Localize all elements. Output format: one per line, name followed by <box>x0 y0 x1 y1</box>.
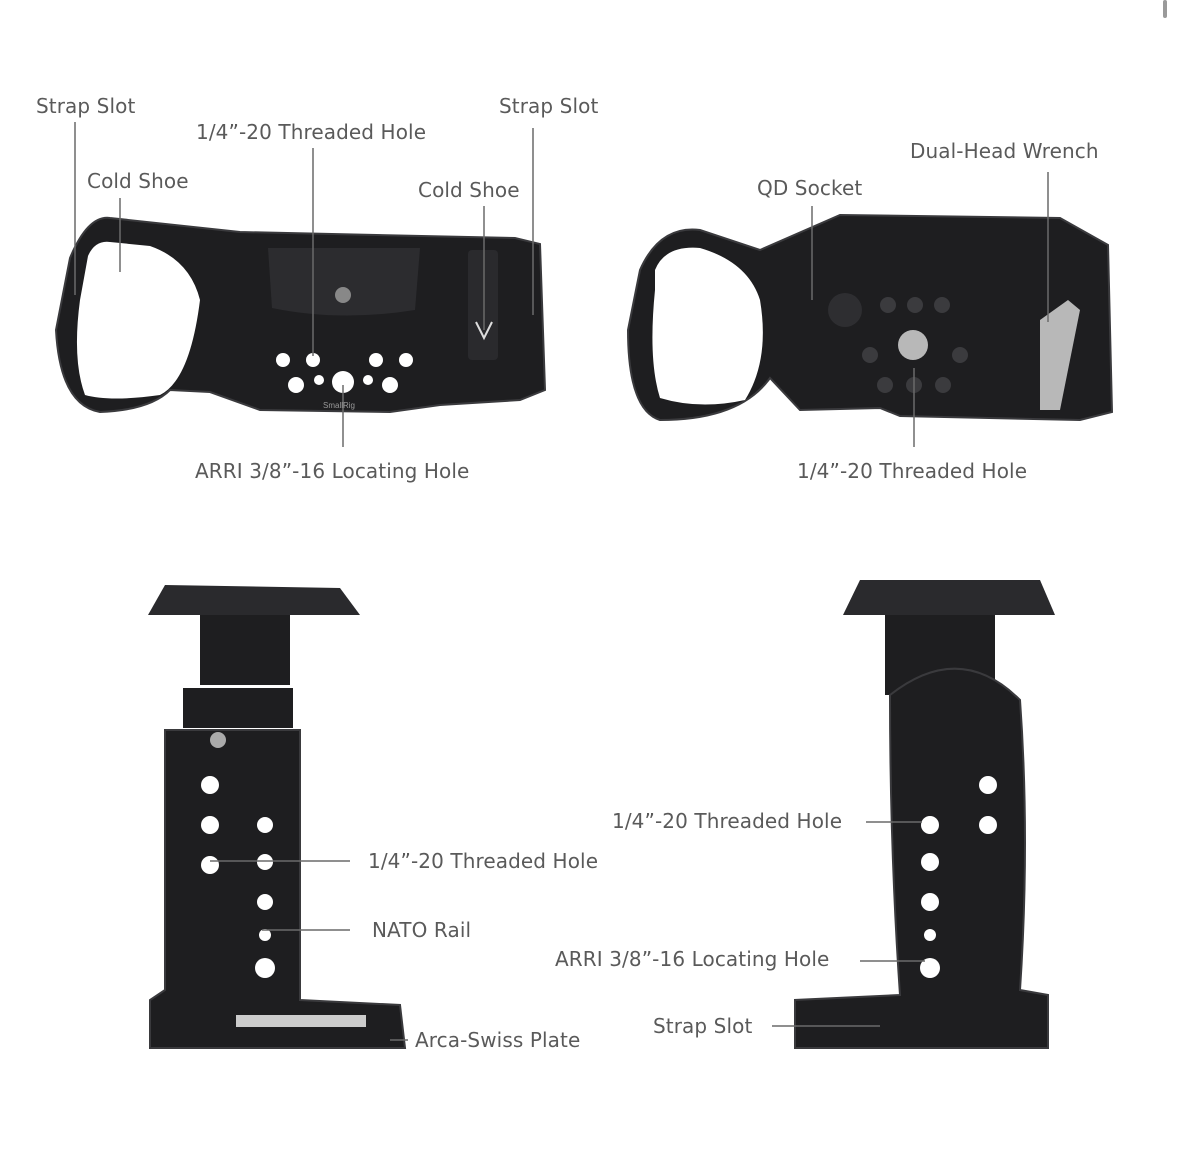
label-threaded-hole-bottom-left: 1/4”-20 Threaded Hole <box>368 849 599 873</box>
label-arri-hole-top: ARRI 3/8”-16 Locating Hole <box>195 459 470 483</box>
cage-bottom-view-right <box>626 213 1114 422</box>
label-arca-swiss-plate: Arca-Swiss Plate <box>415 1028 581 1052</box>
label-cold-shoe-right: Cold Shoe <box>418 178 520 202</box>
label-dual-head-wrench: Dual-Head Wrench <box>910 139 1099 163</box>
scrollbar[interactable] <box>1163 0 1167 18</box>
label-arri-hole-bottom: ARRI 3/8”-16 Locating Hole <box>555 947 830 971</box>
label-cold-shoe-left: Cold Shoe <box>87 169 189 193</box>
label-threaded-hole-top-left: 1/4”-20 Threaded Hole <box>196 120 427 144</box>
cage-top-view-left <box>54 216 547 414</box>
label-strap-slot-left: Strap Slot <box>36 94 136 118</box>
label-threaded-hole-top-right: 1/4”-20 Threaded Hole <box>797 459 1028 483</box>
label-strap-slot-right: Strap Slot <box>499 94 599 118</box>
cage-side-view-left <box>148 585 407 1049</box>
smallrig-engraving: SmallRig <box>323 401 356 410</box>
label-strap-slot-bottom: Strap Slot <box>653 1014 753 1038</box>
cage-side-view-right <box>794 580 1055 1049</box>
leader-lines <box>74 122 1049 1041</box>
label-nato-rail: NATO Rail <box>372 918 472 942</box>
label-threaded-hole-bottom-right: 1/4”-20 Threaded Hole <box>612 809 843 833</box>
label-qd-socket: QD Socket <box>757 176 863 200</box>
